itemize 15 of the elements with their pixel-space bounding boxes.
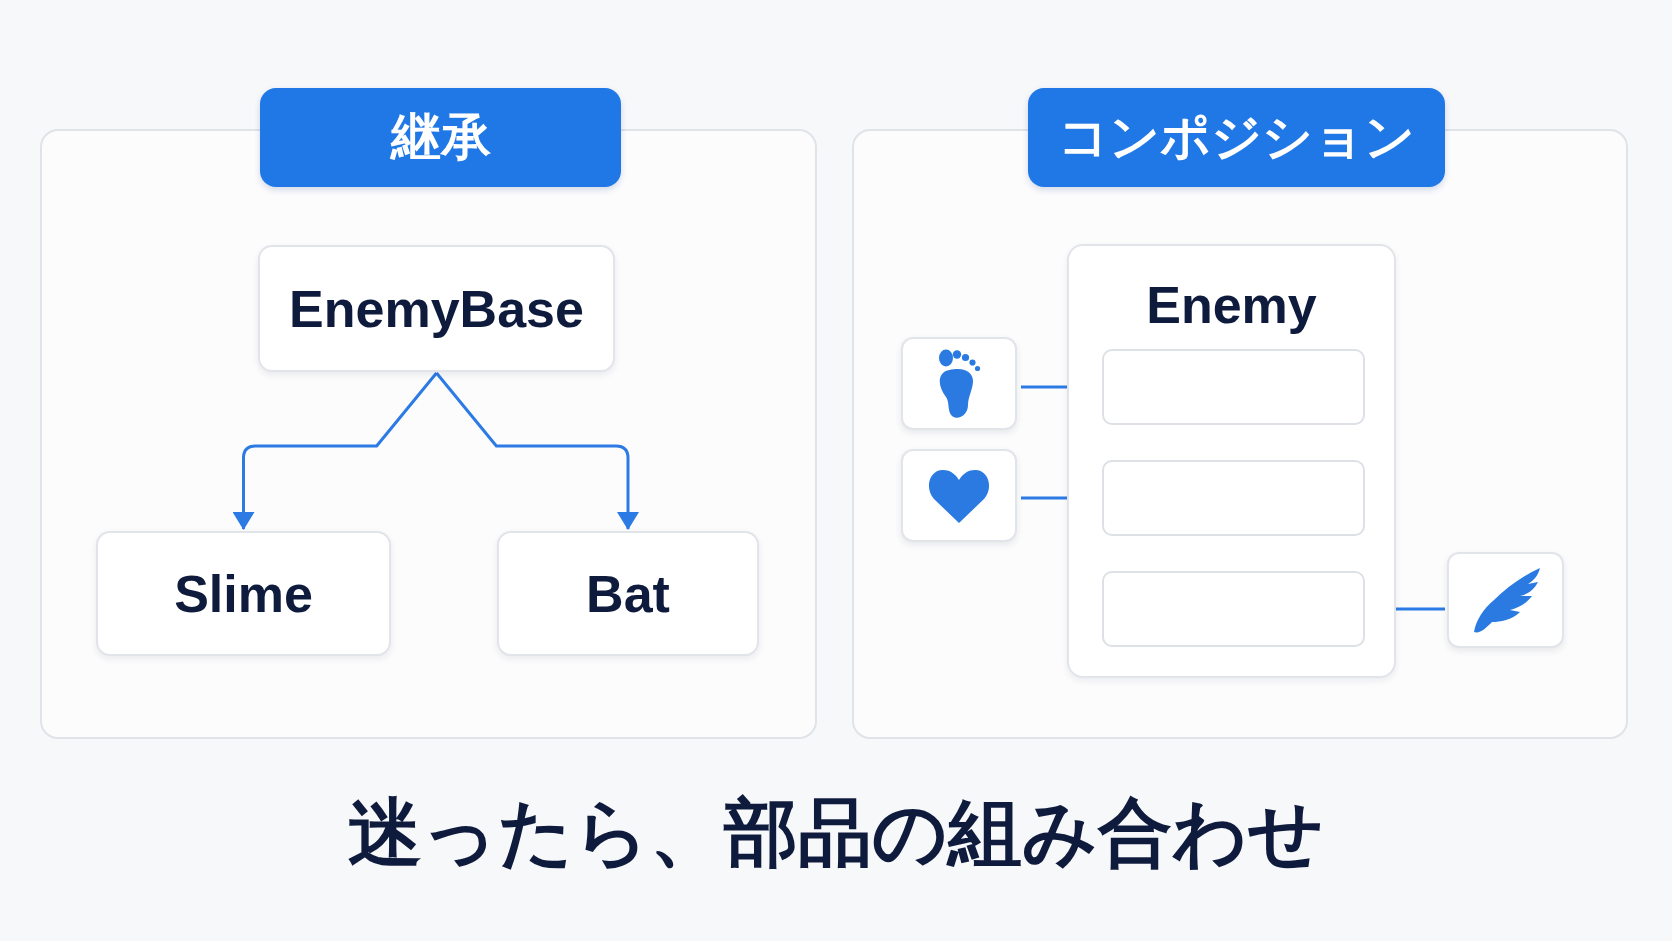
arrow [435, 372, 639, 530]
class-box: Bat [497, 531, 759, 656]
empty-slot [1102, 571, 1365, 647]
panel-heading: コンポジション [1028, 88, 1445, 187]
class-box: EnemyBase [258, 245, 615, 372]
panel-heading: 継承 [260, 88, 621, 187]
arrow [232, 372, 438, 530]
icon-card [901, 449, 1017, 542]
empty-slot [1102, 460, 1365, 536]
caption: 迷ったら、部品の組み合わせ [348, 789, 1324, 875]
empty-slot [1102, 349, 1365, 425]
icon-card [901, 337, 1017, 430]
class-box [1067, 244, 1396, 678]
class-box: Slime [96, 531, 391, 656]
icon-card [1447, 552, 1564, 648]
